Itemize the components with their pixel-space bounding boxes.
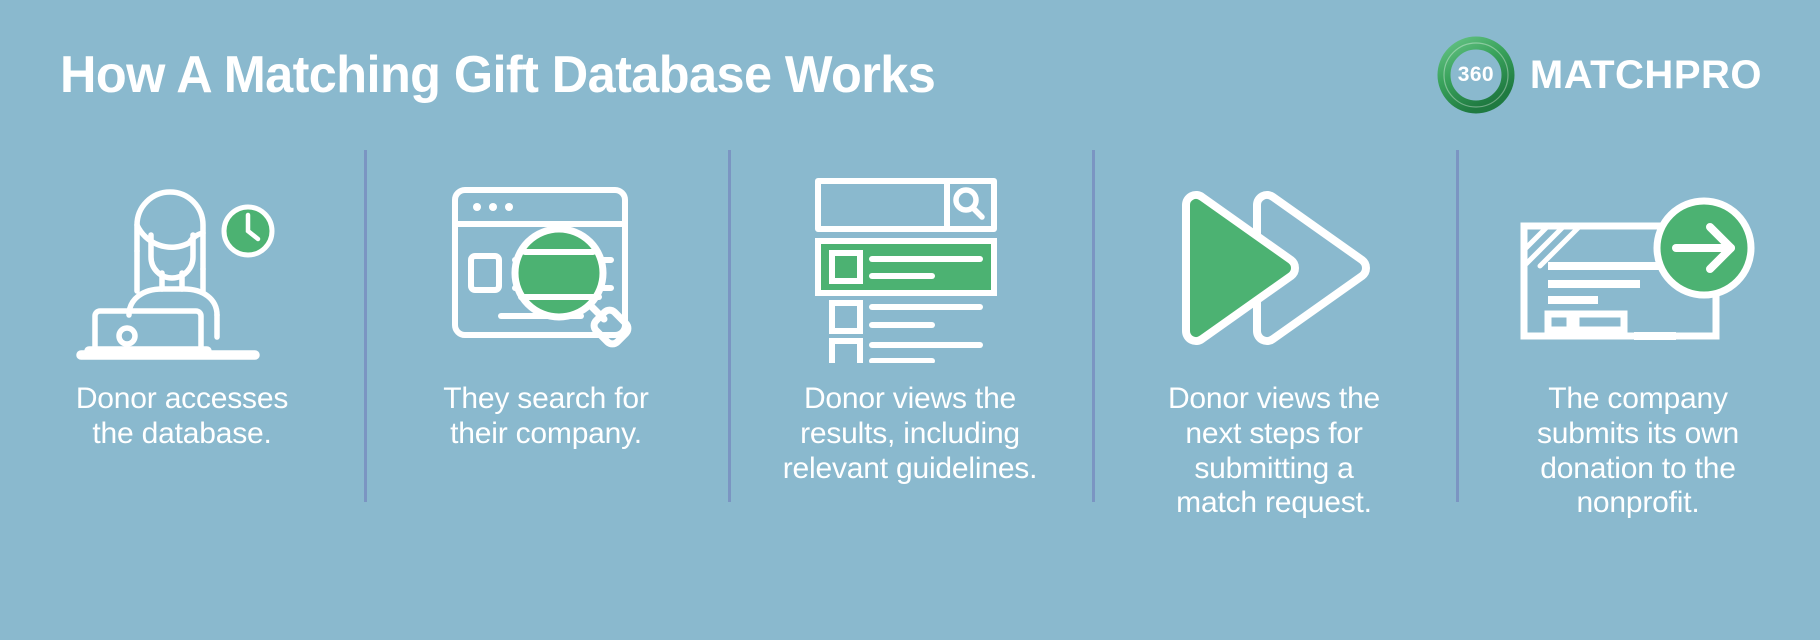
steps-row: Donor accesses the database.: [0, 150, 1820, 570]
step-4: Donor views the next steps for submittin…: [1092, 150, 1456, 570]
check-document-with-arrow-icon: [1518, 168, 1758, 368]
page-title: How A Matching Gift Database Works: [60, 46, 936, 104]
step-5-caption: The company submits its own donation to …: [1536, 382, 1740, 520]
step-2-caption: They search for their company.: [443, 382, 649, 450]
fast-forward-arrows-icon: [1164, 168, 1384, 368]
step-4-caption: Donor views the next steps for submittin…: [1167, 382, 1381, 520]
step-3: Donor views the results, including relev…: [728, 150, 1092, 570]
search-results-list-icon: [810, 168, 1010, 368]
person-at-laptop-with-clock-icon: [67, 168, 297, 368]
brand-logo: 360 MATCHPRO: [1436, 35, 1762, 115]
step-3-caption: Donor views the results, including relev…: [782, 382, 1038, 485]
logo-badge-text: 360: [1457, 63, 1494, 86]
logo-ring-icon: 360: [1436, 35, 1516, 115]
step-2: They search for their company.: [364, 150, 728, 570]
step-1: Donor accesses the database.: [0, 150, 364, 570]
logo-wordmark: MATCHPRO: [1529, 53, 1762, 97]
browser-window-magnifying-glass-icon: [441, 168, 651, 368]
header: How A Matching Gift Database Works 360: [0, 0, 1820, 150]
step-5: The company submits its own donation to …: [1456, 150, 1820, 570]
step-1-caption: Donor accesses the database.: [75, 382, 289, 450]
